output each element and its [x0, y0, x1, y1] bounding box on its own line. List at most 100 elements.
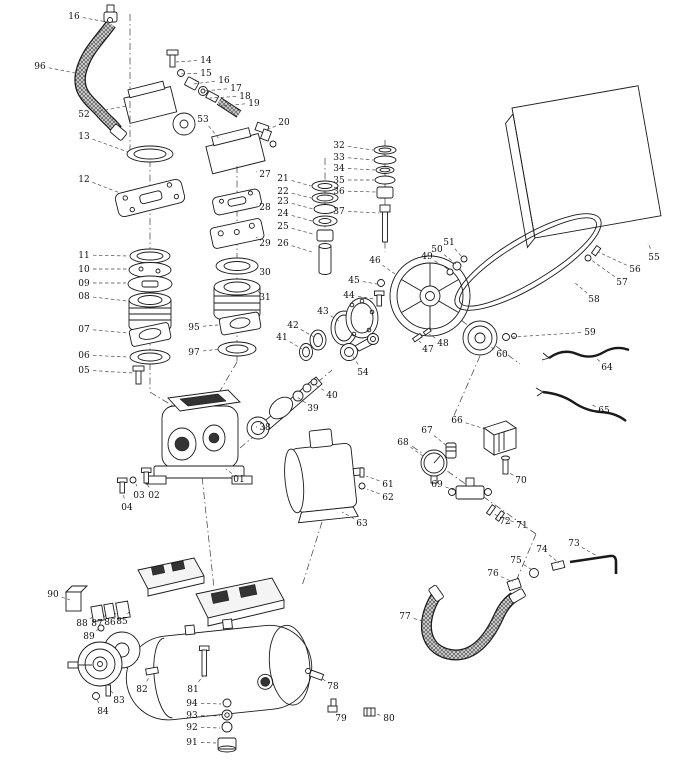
leader-line [365, 475, 380, 482]
leader-line [257, 291, 261, 294]
part-label-55: 55 [648, 253, 660, 263]
air-filter [172, 112, 196, 136]
leader-line [312, 383, 325, 391]
leader-line [200, 702, 222, 705]
manifold-69 [448, 477, 492, 500]
leader-line [511, 332, 582, 338]
leader-line [330, 315, 342, 323]
leader-line [351, 354, 359, 365]
part-label-48: 48 [437, 339, 449, 349]
leader-line [291, 192, 312, 199]
part-label-84: 84 [97, 707, 109, 717]
part-label-58: 58 [588, 295, 600, 305]
part-label-39: 39 [307, 404, 319, 414]
part-label-29: 29 [259, 239, 271, 249]
part-label-10: 10 [78, 265, 90, 275]
part-label-61: 61 [382, 480, 393, 490]
part-label-85: 85 [116, 617, 128, 627]
leader-line [82, 17, 108, 23]
leader-line [225, 468, 233, 474]
leader-line [291, 180, 312, 187]
part-label-88: 88 [76, 619, 88, 629]
leader-line [347, 211, 380, 214]
leader-line [103, 613, 108, 618]
part-label-12: 12 [78, 175, 89, 185]
part-label-32: 32 [333, 141, 344, 151]
crankshaft-assembly [246, 376, 323, 440]
leader-line [266, 125, 276, 131]
leader-line [289, 341, 303, 350]
gasket-07 [128, 322, 172, 347]
handle-bracket-parts [64, 585, 131, 632]
leader-line [92, 138, 129, 153]
part-label-97: 97 [188, 348, 200, 358]
part-label-90: 90 [47, 590, 59, 600]
part-label-47: 47 [422, 345, 434, 355]
part-label-56: 56 [629, 265, 641, 275]
leader-line [146, 483, 150, 488]
leader-line [492, 512, 498, 517]
leader-line [198, 675, 204, 683]
leader-line [581, 547, 598, 557]
cooler-grid [505, 85, 662, 249]
gasket-13 [126, 145, 174, 163]
leader-line [375, 713, 381, 716]
pressure-gauge [420, 449, 448, 484]
part-label-30: 30 [259, 268, 271, 278]
part-label-41: 41 [276, 333, 287, 343]
fitting-78 [305, 668, 325, 681]
leader-line [200, 714, 221, 717]
part-label-86: 86 [104, 618, 116, 628]
part-label-87: 87 [91, 619, 103, 629]
part-label-50: 50 [431, 245, 443, 255]
part-label-94: 94 [186, 699, 198, 709]
leader-line [465, 422, 486, 430]
leader-line [362, 281, 378, 285]
leader-line [347, 145, 374, 151]
part-label-63: 63 [356, 519, 368, 529]
outlet-pipe [506, 554, 618, 592]
leader-line [255, 236, 258, 239]
motor-bolts-61-62 [358, 467, 366, 490]
bolts-71-72 [485, 504, 506, 522]
leader-line [454, 248, 464, 259]
cylinder-head-52 [123, 80, 178, 124]
part-label-43: 43 [317, 307, 329, 317]
part-label-62: 62 [382, 493, 393, 503]
pipe-70 [501, 455, 510, 475]
small-parts-21-26 [311, 180, 339, 275]
leader-line [357, 296, 375, 300]
wheel-assembly [67, 631, 159, 700]
connecting-rod-54 [340, 333, 379, 361]
leader-line [597, 251, 627, 266]
crankcase [145, 389, 253, 485]
part-label-51: 51 [443, 238, 454, 248]
part-label-38: 38 [259, 423, 271, 433]
part-label-40: 40 [326, 391, 338, 401]
part-label-23: 23 [277, 197, 289, 207]
leader-line [382, 264, 396, 275]
leader-line [109, 689, 114, 694]
part-label-59: 59 [584, 328, 596, 338]
leader-line [92, 370, 134, 374]
plate-10 [128, 262, 172, 278]
part-label-70: 70 [515, 476, 527, 486]
crankcase-bolts-02-04 [117, 467, 152, 494]
gasket-97 [217, 341, 257, 357]
leader-line [208, 125, 221, 141]
plate-06 [129, 349, 171, 365]
part-label-27: 27 [259, 170, 271, 180]
part-label-24: 24 [277, 209, 289, 219]
cover-bolts-44-45 [374, 279, 385, 307]
part-label-06: 06 [78, 351, 90, 361]
leader-line [596, 358, 601, 362]
part-label-14: 14 [200, 56, 212, 66]
valve-plate-29 [209, 218, 265, 249]
leader-line [209, 96, 237, 99]
part-label-68: 68 [397, 438, 409, 448]
leader-line [92, 254, 129, 257]
leader-line [291, 228, 314, 235]
part-label-13: 13 [78, 132, 90, 142]
